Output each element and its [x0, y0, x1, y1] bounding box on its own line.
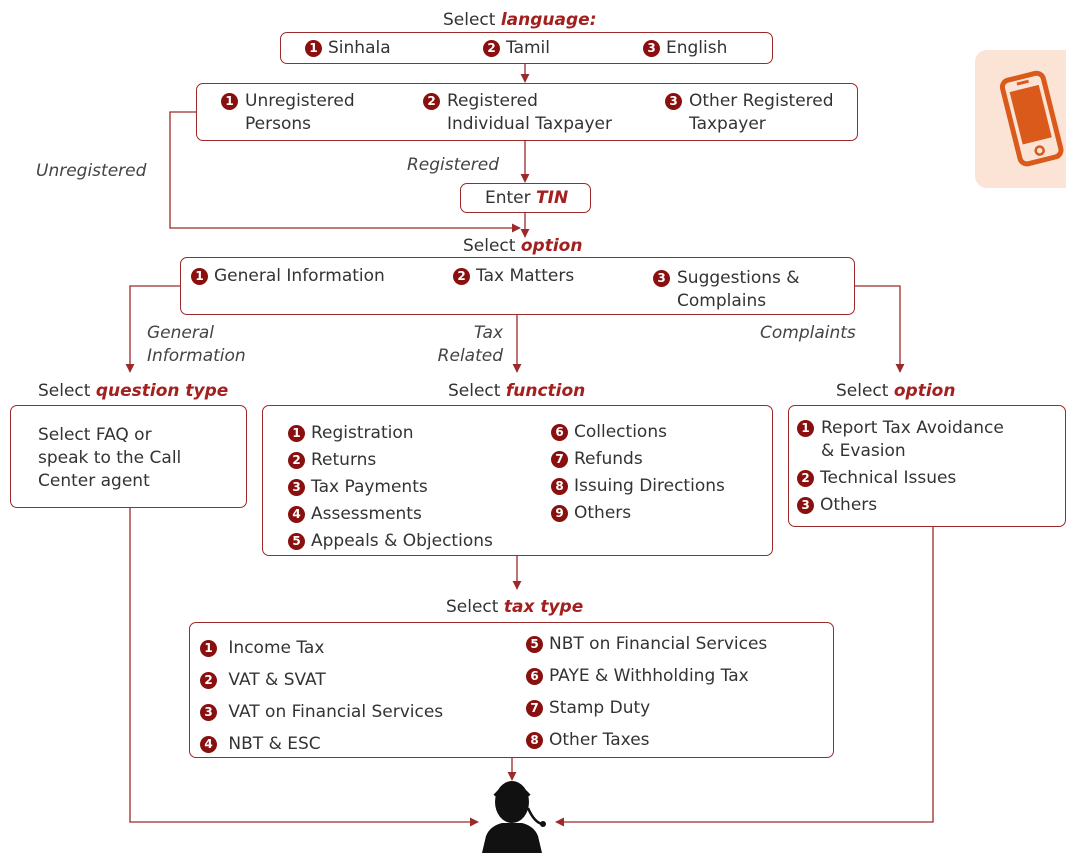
edge-label-unregistered: Unregistered — [36, 161, 147, 181]
tax-type-income-tax[interactable]: 1 Income Tax — [200, 632, 443, 664]
complaint-report-tax-avoidance[interactable]: 1 Report Tax Avoidance& Evasion — [797, 417, 1004, 463]
language-heading: Select language: — [443, 10, 597, 30]
option-suggestions-complains[interactable]: 3 Suggestions &Complains — [653, 267, 800, 313]
edge-question-to-agent — [129, 508, 479, 827]
tax-type-box: 1 Income Tax 2 VAT & SVAT 3 VAT on Finan… — [189, 622, 834, 758]
mobile-phone-tile — [975, 50, 1066, 188]
tax-type-vat-financial[interactable]: 3 VAT on Financial Services — [200, 696, 443, 728]
edge-to-question — [125, 285, 180, 373]
edge-unregistered — [169, 111, 521, 233]
tax-type-nbt-esc[interactable]: 4 NBT & ESC — [200, 728, 443, 760]
edge-label-complaints: Complaints — [760, 323, 856, 343]
edge-label-registered: Registered — [407, 155, 500, 175]
option-heading: Select option — [463, 236, 583, 256]
enter-tin-box[interactable]: Enter TIN — [460, 183, 591, 213]
tax-type-heading: Select tax type — [446, 597, 584, 617]
enter-tin-label: Enter TIN — [485, 188, 569, 208]
tax-type-list-left: 1 Income Tax 2 VAT & SVAT 3 VAT on Finan… — [200, 632, 443, 760]
tax-type-vat-svat[interactable]: 2 VAT & SVAT — [200, 664, 443, 696]
edge-complaint-to-agent — [555, 527, 934, 827]
complaint-option-heading: Select option — [836, 381, 956, 401]
mobile-phone-icon — [999, 70, 1064, 167]
question-type-heading: Select question type — [38, 381, 229, 401]
call-center-agent-icon — [482, 781, 546, 853]
edge-to-complaint-option — [855, 285, 905, 373]
function-heading: Select function — [448, 381, 586, 401]
